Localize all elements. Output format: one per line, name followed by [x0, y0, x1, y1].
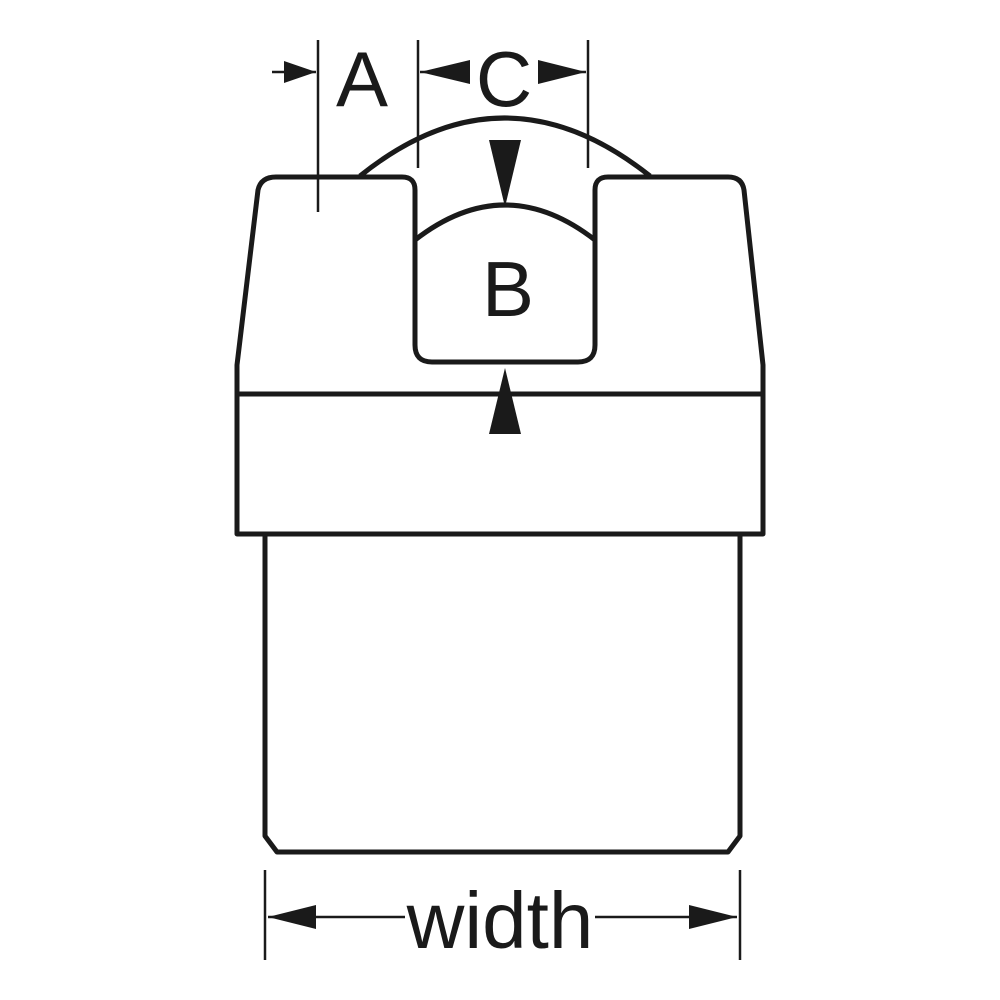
- shackle-arc: [358, 115, 652, 178]
- lock-shroud: [234, 174, 766, 537]
- dimension-b: B: [482, 140, 534, 434]
- dimension-b-label: B: [482, 245, 534, 333]
- lock-body-lower: [262, 531, 743, 855]
- dimension-b-arrowhead-top: [489, 140, 521, 207]
- dimension-a: A: [272, 35, 388, 212]
- dimension-b-arrowhead-bottom: [489, 368, 521, 434]
- dimension-a-arrowhead: [284, 61, 316, 83]
- shackle-inner-arc: [413, 202, 597, 242]
- dimension-width: width: [263, 870, 742, 965]
- width-arrowhead-left: [268, 905, 316, 929]
- dimension-c-arrowhead-left: [420, 60, 470, 84]
- width-label: width: [406, 876, 594, 965]
- dimension-c-arrowhead-right: [538, 60, 586, 84]
- width-arrowhead-right: [689, 905, 737, 929]
- dimension-c-label: C: [476, 35, 532, 123]
- dimension-a-label: A: [336, 35, 388, 123]
- dimension-c: C: [416, 35, 590, 168]
